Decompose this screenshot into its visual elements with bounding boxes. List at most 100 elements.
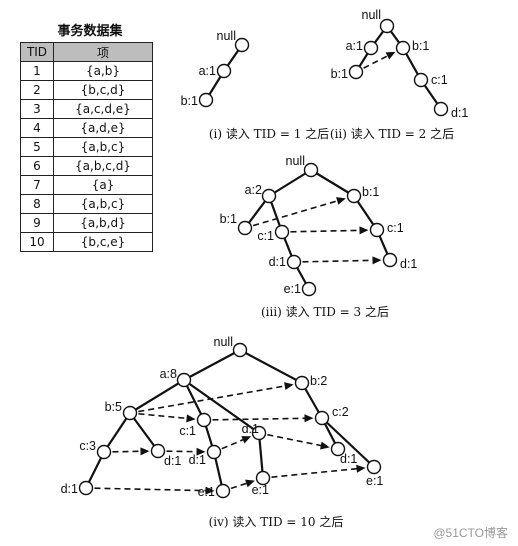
tree-node: [286, 254, 302, 270]
node-label: a:1: [346, 39, 363, 53]
node-label: d:1: [242, 422, 259, 436]
tree-node: [237, 220, 253, 236]
tree-node: [96, 444, 112, 460]
node-label: a:1: [199, 64, 216, 78]
node-label: d:1: [61, 482, 78, 496]
node-label: d:1: [340, 452, 357, 466]
tree-edge: [103, 412, 131, 453]
node-link-pointer: [221, 438, 246, 450]
node-label: d:1: [400, 257, 417, 271]
table-row: 1{a,b}: [20, 61, 153, 81]
arrowhead: [205, 486, 215, 495]
items-column-header: 项: [53, 42, 153, 62]
table-row: 4{a,d,e}: [20, 118, 153, 138]
node-link-pointer: [267, 433, 323, 447]
node-label: c:1: [179, 424, 196, 438]
tree-edge: [183, 349, 241, 381]
node-label: d:1: [189, 453, 206, 467]
items-cell: {a,c,d,e}: [53, 99, 153, 119]
node-label: b:1: [362, 185, 379, 199]
watermark-text: @51CTO博客: [433, 525, 508, 540]
tree-edge: [321, 417, 375, 468]
node-link-pointer: [212, 417, 307, 421]
tree-node: [433, 101, 449, 117]
tree-node: [78, 480, 94, 496]
tree-node: [413, 72, 429, 88]
node-label: d:1: [451, 106, 468, 120]
tree-node: [303, 162, 319, 178]
tid-column-header: TID: [20, 42, 54, 62]
tree-node: [366, 459, 382, 475]
tree-node: [216, 63, 232, 79]
transaction-table-title: 事务数据集: [57, 24, 123, 39]
arrowhead: [241, 436, 252, 444]
node-label: e:1: [252, 483, 269, 497]
tree-node: [196, 412, 212, 428]
node-link-pointer: [302, 259, 375, 263]
node-label: null: [214, 335, 233, 349]
tree-node: [395, 40, 411, 56]
tree-node: [251, 425, 267, 441]
tree-node: [232, 342, 248, 358]
items-cell: {a,b}: [53, 61, 153, 81]
node-link-pointer: [271, 467, 359, 478]
transaction-table: TID 项 1{a,b}2{b,c,d}3{a,c,d,e}4{a,d,e}5{…: [20, 42, 153, 252]
tid-cell: 10: [20, 232, 54, 252]
node-label: c:1: [387, 221, 404, 235]
arrowhead: [320, 441, 330, 450]
node-label: e:1: [366, 474, 383, 488]
node-link-pointer: [230, 482, 249, 490]
node-label: c:2: [332, 405, 349, 419]
arrowhead: [359, 226, 369, 235]
node-link-pointer: [138, 384, 287, 413]
node-label: c:3: [79, 439, 96, 453]
node-link-pointer: [166, 450, 199, 453]
node-label: d:1: [269, 255, 286, 269]
tree-node: [294, 375, 310, 391]
tree-node: [255, 470, 271, 486]
tree-edge: [239, 349, 303, 384]
tree-node: [382, 252, 398, 268]
tree-node: [369, 222, 385, 238]
node-label: a:8: [160, 367, 177, 381]
node-label: b:5: [105, 400, 122, 414]
fp-tree-4: null a:8 b:5 c:3 d:1 d:1 c:1 d:1 e:1 d:1 e:1 b:2 c:2…: [61, 335, 384, 529]
table-row: 9{a,b,d}: [20, 213, 153, 233]
arrowhead: [140, 447, 150, 456]
items-cell: {b,c,e}: [53, 232, 153, 252]
tree-node: [314, 410, 330, 426]
tree-node: [301, 281, 317, 297]
tree-node: [379, 18, 395, 34]
tree-node: [346, 188, 362, 204]
table-row: 7{a}: [20, 175, 153, 195]
items-cell: {a,d,e}: [53, 118, 153, 138]
tree-edge: [268, 169, 312, 197]
arrowhead: [284, 382, 294, 390]
node-link-pointer: [138, 413, 189, 420]
node-label: null: [286, 154, 305, 168]
tree-caption: (i) 读入 TID = 1 之后: [209, 127, 329, 141]
tree-caption: (ii) 读入 TID = 2 之后: [330, 127, 454, 141]
tree-edge: [129, 412, 159, 452]
tree-edge: [183, 379, 205, 421]
tree-node: [234, 37, 250, 53]
arrowhead: [245, 479, 255, 488]
tree-node: [122, 405, 138, 421]
node-label: c:1: [431, 73, 448, 87]
node-label: b:1: [412, 39, 429, 53]
table-row: 6{a,b,c,d}: [20, 156, 153, 176]
tree-node: [215, 483, 231, 499]
table-header-row: TID 项: [20, 42, 153, 62]
table-row: 2{b,c,d}: [20, 80, 153, 100]
arrowhead: [196, 447, 206, 456]
tree-edge: [129, 379, 185, 414]
node-label: b:1: [220, 212, 237, 226]
tree-edge: [257, 432, 265, 479]
node-label: b:2: [310, 374, 327, 388]
arrowhead: [336, 197, 346, 205]
node-link-pointer: [94, 487, 208, 492]
